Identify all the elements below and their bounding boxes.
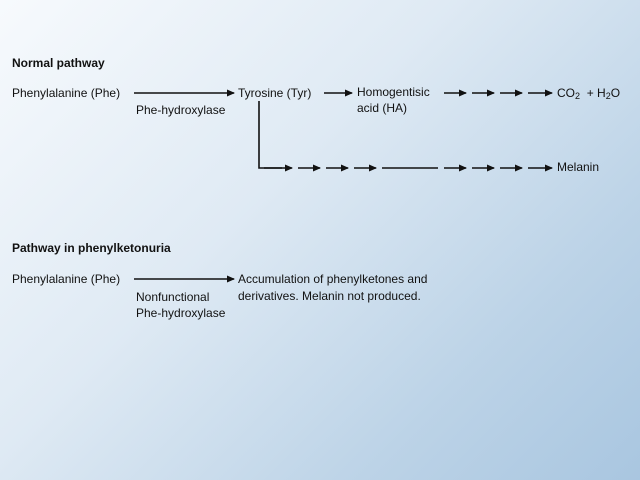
co2-subscript: 2 xyxy=(575,91,581,101)
melanin-label: Melanin xyxy=(557,160,600,174)
co2-text: CO xyxy=(557,86,575,100)
phenylalanine-label: Phenylalanine (Phe) xyxy=(12,86,121,100)
pku-phenylalanine-label: Phenylalanine (Phe) xyxy=(12,272,121,286)
tyr-branch-connector xyxy=(258,101,282,169)
normal-pathway-heading: Normal pathway xyxy=(12,56,105,70)
co2-h2o-label: CO2 + H2O xyxy=(557,86,621,101)
plus-h-text: + H xyxy=(586,86,606,100)
nonfunctional-label: Nonfunctional xyxy=(136,290,210,304)
homogentisic-label: Homogentisic xyxy=(357,85,430,99)
pku-pathway-heading: Pathway in phenylketonuria xyxy=(12,241,171,255)
tyrosine-label: Tyrosine (Tyr) xyxy=(238,86,312,100)
pku-phe-hydroxylase-label: Phe-hydroxylase xyxy=(136,306,226,320)
o-text: O xyxy=(610,86,621,100)
phe-hydroxylase-label: Phe-hydroxylase xyxy=(136,103,226,117)
accumulation-label: Accumulation of phenylketones and xyxy=(238,272,428,286)
melanin-not-produced-label: derivatives. Melanin not produced. xyxy=(238,289,421,303)
homogentisic-acid-label: acid (HA) xyxy=(357,101,408,115)
h2o-subscript: 2 xyxy=(605,91,611,101)
